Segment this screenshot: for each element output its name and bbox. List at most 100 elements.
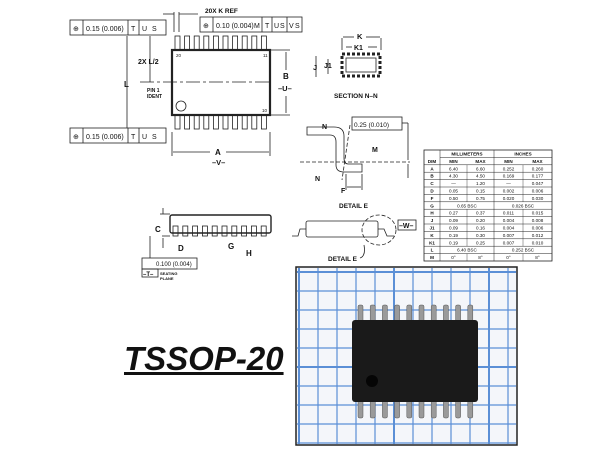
table-dim: L xyxy=(431,248,434,253)
table-cell: 0° xyxy=(506,255,511,260)
lead-side xyxy=(231,225,238,237)
chip-lead xyxy=(406,399,413,419)
table-dim: A xyxy=(430,166,434,171)
table-header: MIN xyxy=(449,159,458,164)
lead-profile xyxy=(306,126,363,173)
table-group-inches: INCHES xyxy=(514,152,531,157)
pin1-dot xyxy=(175,100,187,112)
lead-top xyxy=(174,35,181,51)
table-cell: 0.002 xyxy=(503,189,515,194)
k-ref-label: 20X K REF xyxy=(205,8,238,15)
chip-lead xyxy=(467,304,474,323)
lead-side xyxy=(260,225,267,237)
table-cell: 4.30 xyxy=(449,174,458,179)
datum-t: T xyxy=(265,23,270,30)
lead-bottom xyxy=(174,114,181,130)
fcf-tolerance: 0.10 (0.004) xyxy=(216,23,254,30)
table-header: DIM xyxy=(428,159,437,164)
section-hatched xyxy=(340,52,382,78)
package-body-side xyxy=(169,214,272,234)
chip-lead xyxy=(467,399,474,419)
modifier-s: S xyxy=(295,23,300,30)
package-body-top xyxy=(170,48,272,117)
chip-lead xyxy=(430,304,437,323)
n-label-bottom: N xyxy=(315,176,320,183)
table-cell: 0.260 xyxy=(532,166,544,171)
table-dim: J xyxy=(431,218,434,223)
table-cell: 0.15 xyxy=(476,189,485,194)
table-group-mm: MILLIMETERS xyxy=(451,152,482,157)
l-label: L xyxy=(124,80,129,89)
datum-u: U xyxy=(274,23,279,30)
table-cell: 0.015 xyxy=(532,211,544,216)
detail-tolerance: 0.25 (0.010) xyxy=(354,122,389,129)
chip-lead xyxy=(455,399,461,419)
pin1-dimple xyxy=(366,375,378,387)
datum-v: V xyxy=(289,23,294,30)
chip-lead xyxy=(430,399,437,419)
a-label: A xyxy=(215,148,221,157)
datum-t: T xyxy=(131,134,136,141)
section-title: SECTION N–N xyxy=(334,93,378,100)
lead-bottom xyxy=(184,114,191,130)
table-cell: 4.50 xyxy=(476,174,485,179)
lead-bottom xyxy=(251,114,258,130)
table-cell: 0.011 xyxy=(503,211,515,216)
table-cell: 0.047 xyxy=(532,181,544,186)
table-cell: 0.25 xyxy=(476,240,485,245)
flatness-tolerance: 0.100 (0.004) xyxy=(156,262,192,268)
table-cell: 0.007 xyxy=(503,233,515,238)
table-cell: 0.252 xyxy=(503,166,515,171)
table-cell: 0.27 xyxy=(449,211,458,216)
package-title: TSSOP-20 xyxy=(124,340,284,377)
pin1-label: PIN 1 xyxy=(147,88,160,94)
g-label: G xyxy=(228,242,234,251)
detail-e-title: DETAIL E xyxy=(339,203,369,210)
table-cell: 0.006 xyxy=(532,189,544,194)
lead-top xyxy=(241,35,248,51)
lead-side xyxy=(221,225,228,237)
half-l-label: 2X L/2 xyxy=(138,59,159,66)
lead-bottom xyxy=(193,114,200,130)
lead-side xyxy=(201,225,208,237)
chip-lead xyxy=(369,399,376,419)
table-cell: 0.37 xyxy=(476,211,485,216)
position-symbol: ⊕ xyxy=(73,134,79,141)
table-cell: 6.60 xyxy=(476,166,485,171)
lead-bottom xyxy=(203,114,210,130)
lead-bottom xyxy=(212,114,219,130)
table-cell: — xyxy=(506,181,511,186)
datum-w-label: –W– xyxy=(399,223,414,230)
table-cell: 0.026 BSC xyxy=(512,203,535,208)
pin1-ident-label: IDENT xyxy=(147,94,162,100)
table-dim: G xyxy=(430,203,434,208)
lead-top xyxy=(232,35,239,51)
lead-top xyxy=(203,35,210,51)
chip-lead xyxy=(357,304,364,323)
lead-top xyxy=(222,35,229,51)
table-cell: 0.008 xyxy=(532,218,544,223)
modifier-m: M xyxy=(254,23,260,30)
chip-lead xyxy=(394,399,400,419)
k1-label: K1 xyxy=(354,45,363,52)
position-symbol: ⊕ xyxy=(203,23,209,30)
datum-u-label: –U– xyxy=(278,84,292,93)
n-label-top: N xyxy=(322,124,327,131)
table-cell: 0.09 xyxy=(449,218,458,223)
table-cell: 0.020 xyxy=(503,196,515,201)
position-symbol: ⊕ xyxy=(73,26,79,33)
chip-lead xyxy=(418,304,425,323)
chip-lead xyxy=(406,304,413,323)
datum-u: U xyxy=(142,26,147,33)
fcf-tolerance: 0.15 (0.006) xyxy=(86,26,124,33)
table-cell: 0.30 xyxy=(476,233,485,238)
c-label: C xyxy=(155,225,161,234)
datum-u: U xyxy=(142,134,147,141)
chip-lead xyxy=(394,304,400,323)
lead-top xyxy=(184,35,191,51)
table-cell: 0.007 xyxy=(503,240,515,245)
detail-e-callout: DETAIL E xyxy=(328,256,358,263)
datum-v-label: –V– xyxy=(212,158,225,167)
pin-20-label: 20 xyxy=(176,53,182,58)
